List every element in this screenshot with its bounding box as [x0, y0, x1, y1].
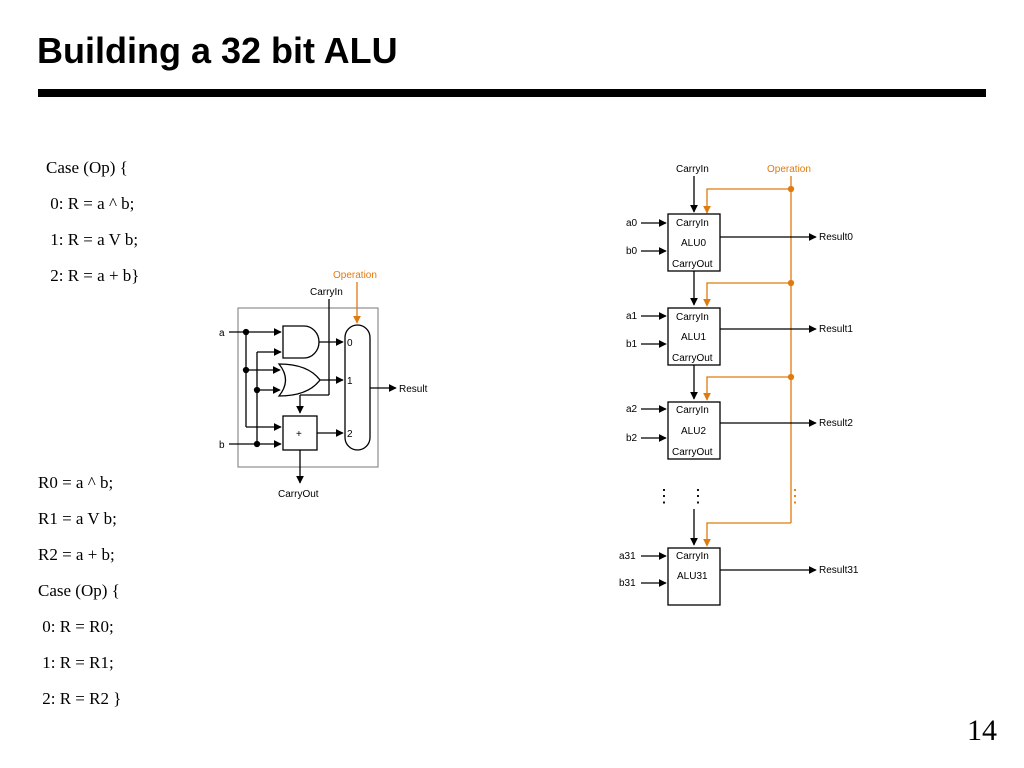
b1-label: b1	[626, 339, 638, 350]
alu2-box	[667, 401, 721, 460]
carryout-label: CarryOut	[278, 489, 319, 500]
b0-label: b0	[626, 246, 638, 257]
alu31-box	[667, 547, 721, 606]
ellipsis-inputs: ⋮	[655, 486, 673, 506]
code-line: 0: R = R0;	[38, 617, 114, 636]
code-line: 2: R = R2 }	[38, 689, 122, 708]
junction-dot	[787, 279, 795, 287]
junction-dot	[253, 440, 261, 448]
result31-label: Result31	[819, 565, 859, 576]
b31-label: b31	[619, 578, 636, 589]
b2-label: b2	[626, 433, 638, 444]
operation-label: Operation	[333, 270, 377, 281]
alu1-name: ALU1	[681, 332, 706, 343]
operation-branch	[703, 282, 791, 307]
and-gate	[282, 325, 320, 359]
code-line: R2 = a + b;	[38, 545, 115, 564]
ripple-alu	[641, 176, 817, 606]
code-line: 1: R = R1;	[38, 653, 114, 672]
code-line: R1 = a V b;	[38, 509, 117, 528]
operation-branch	[703, 188, 791, 214]
slide-title: Building a 32 bit ALU	[37, 30, 398, 71]
input-a-label: a	[219, 328, 225, 339]
alu0-carryin: CarryIn	[676, 218, 709, 229]
result1-label: Result1	[819, 324, 853, 335]
junction-dot	[787, 185, 795, 193]
alu1-carryout: CarryOut	[672, 353, 713, 364]
a1-label: a1	[626, 311, 638, 322]
code-line: 2: R = a + b}	[46, 266, 140, 285]
junction-dot	[242, 328, 250, 336]
alu31-name: ALU31	[677, 571, 708, 582]
alu31-carryin: CarryIn	[676, 551, 709, 562]
alu2-carryin: CarryIn	[676, 405, 709, 416]
ripple-carryin-label: CarryIn	[676, 164, 709, 175]
alu1-carryin: CarryIn	[676, 312, 709, 323]
operation-branch	[703, 376, 791, 401]
title-rule	[38, 89, 986, 97]
operation-branch	[703, 522, 791, 547]
input-b-label: b	[219, 440, 225, 451]
alu0-carryout: CarryOut	[672, 259, 713, 270]
one-bit-alu	[229, 282, 397, 484]
operation-bus	[703, 176, 792, 547]
or-gate	[277, 363, 321, 397]
adder-symbol: +	[296, 429, 302, 440]
alu0-name: ALU0	[681, 238, 706, 249]
mux-input-2: 2	[347, 429, 353, 440]
code-line: 1: R = a V b;	[46, 230, 139, 249]
code-line: Case (Op) {	[46, 158, 128, 177]
result2-label: Result2	[819, 418, 853, 429]
alu2-name: ALU2	[681, 426, 706, 437]
code-line: Case (Op) {	[38, 581, 120, 600]
code-line: 0: R = a ^ b;	[46, 194, 135, 213]
page-number: 14	[967, 714, 997, 747]
ellipsis-operation: ⋮	[786, 486, 804, 506]
carryin-label: CarryIn	[310, 287, 343, 298]
a0-label: a0	[626, 218, 638, 229]
ellipsis-carry: ⋮	[689, 486, 707, 506]
result-label: Result	[399, 384, 428, 395]
junction-dot	[242, 366, 250, 374]
a31-label: a31	[619, 551, 636, 562]
alu2-carryout: CarryOut	[672, 447, 713, 458]
code-line: R0 = a ^ b;	[38, 473, 114, 492]
result0-label: Result0	[819, 232, 853, 243]
junction-dot	[787, 373, 795, 381]
ripple-operation-label: Operation	[767, 164, 811, 175]
a2-label: a2	[626, 404, 638, 415]
mux-input-0: 0	[347, 338, 353, 349]
junction-dot	[253, 386, 261, 394]
mux-input-1: 1	[347, 376, 353, 387]
